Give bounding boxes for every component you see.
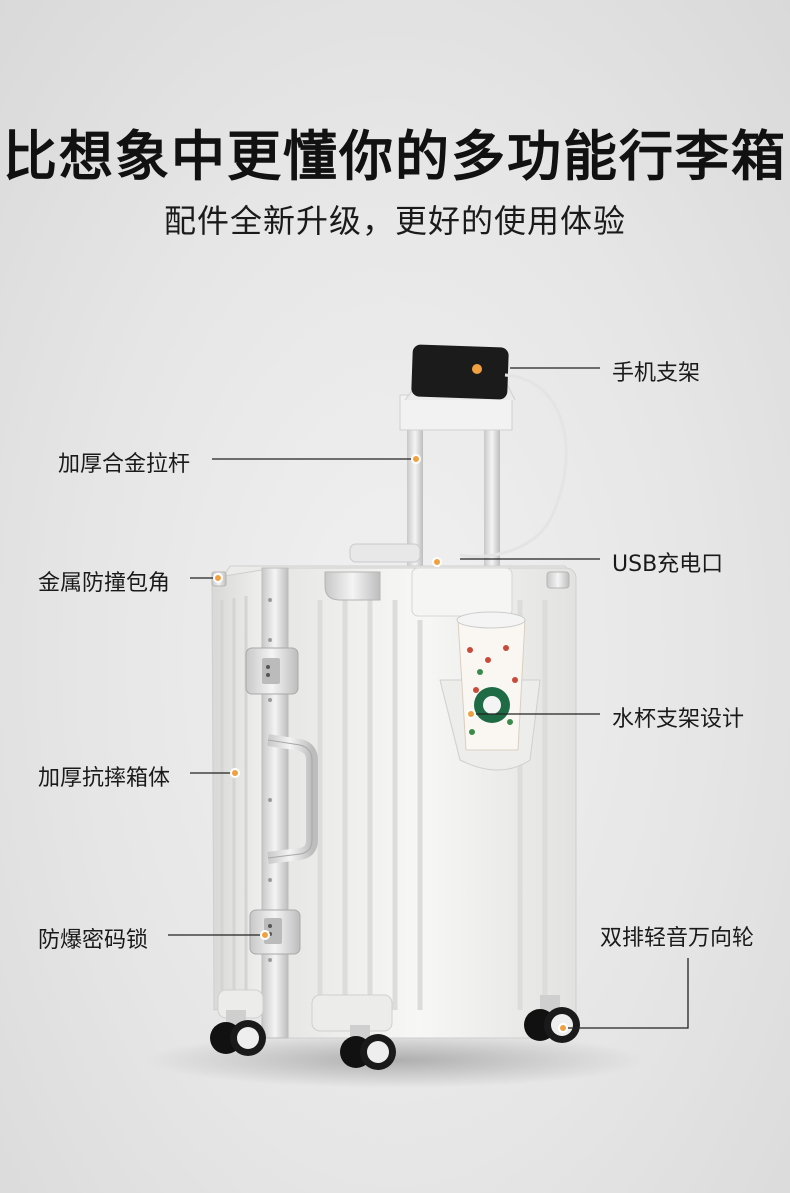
cup-holder-graphic	[439, 611, 541, 771]
phone-holder-graphic	[404, 344, 516, 401]
feature-label-aluminum-handle: 加厚合金拉杆	[58, 452, 191, 477]
corner-guard	[324, 571, 381, 601]
wheels-graphic	[210, 995, 580, 1070]
feature-label-lock: 防爆密码锁	[38, 928, 149, 953]
feature-label-usb-port: USB充电口	[612, 552, 724, 577]
aluminum-frame	[261, 567, 289, 1039]
leader-lines	[168, 367, 689, 1029]
page-subtitle: 配件全新升级，更好的使用体验	[163, 202, 626, 240]
feature-label-corner-guard: 金属防撞包角	[38, 571, 171, 596]
feature-label-wheels: 双排轻音万向轮	[600, 926, 755, 951]
page-title: 比想象中更懂你的多功能行李箱	[3, 125, 787, 188]
top-lock-graphic	[245, 647, 299, 695]
feature-label-phone-holder: 手机支架	[612, 361, 701, 386]
bottom-lock-graphic	[249, 909, 301, 955]
callout-dots	[213, 454, 568, 1033]
usb-cable	[459, 373, 568, 559]
feature-label-cup-holder: 水杯支架设计	[612, 707, 745, 732]
feature-label-shell: 加厚抗摔箱体	[38, 766, 171, 791]
floor-shadow	[145, 1032, 645, 1088]
